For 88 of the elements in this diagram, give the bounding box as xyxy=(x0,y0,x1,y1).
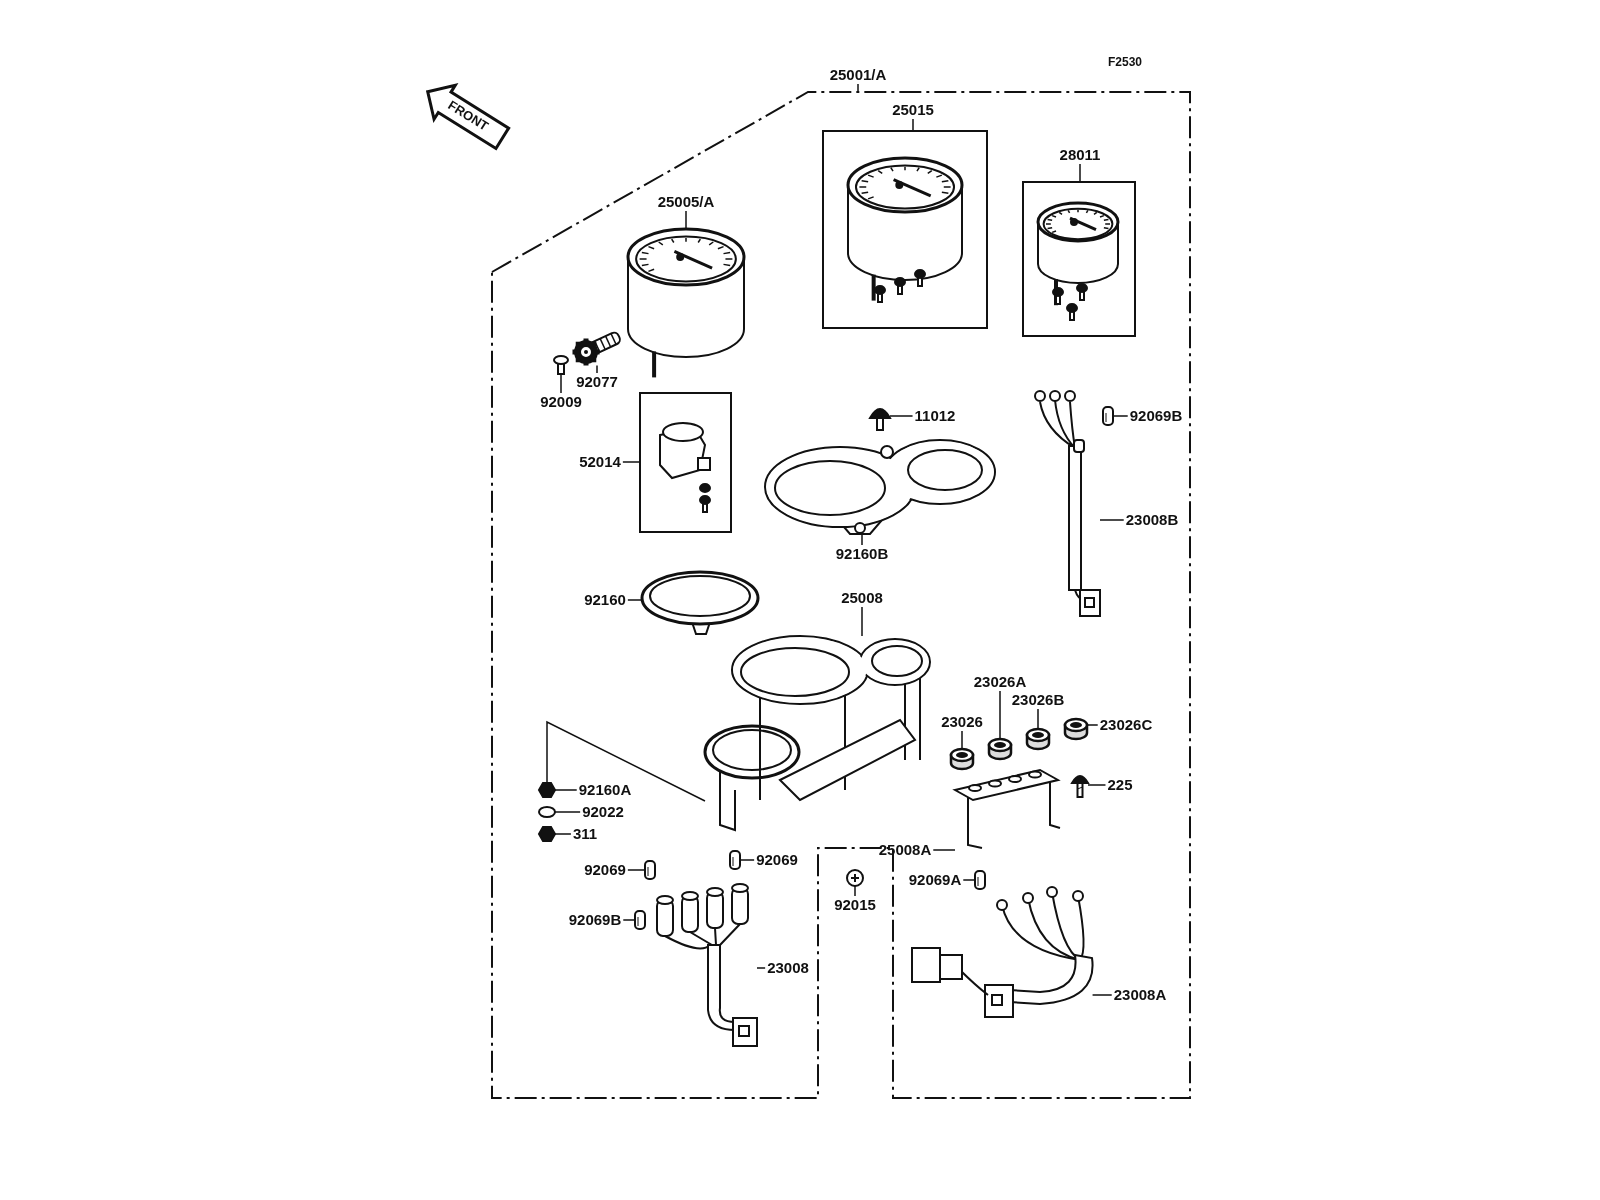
part-number: 92069B xyxy=(568,912,622,928)
leader-line xyxy=(889,415,914,417)
leader-line xyxy=(861,606,863,637)
ring-drawing xyxy=(640,570,760,635)
part-number: 92009 xyxy=(540,394,582,410)
group-frame xyxy=(1022,181,1136,337)
leader-line xyxy=(1086,724,1099,726)
group-frame xyxy=(639,392,732,533)
wiring-harness-drawing xyxy=(656,883,758,1047)
part-number: 92160A xyxy=(578,782,632,798)
leader-line xyxy=(1091,994,1113,996)
part-number: 25001/A xyxy=(829,67,887,83)
part-number: 23008A xyxy=(1113,987,1167,1003)
part-number: 92069 xyxy=(584,862,626,878)
gauge-drawing xyxy=(626,227,746,378)
gear-drawing xyxy=(572,330,623,366)
figure-code: F2530 xyxy=(1108,54,1142,70)
leader-line xyxy=(1079,163,1081,183)
part-number: 23008B xyxy=(1125,512,1179,528)
leader-line xyxy=(756,967,766,969)
wiring-harness-drawing xyxy=(1034,390,1101,617)
part-number: 25005/A xyxy=(657,194,715,210)
washer-drawing xyxy=(538,806,556,818)
nut-drawing xyxy=(537,782,557,798)
part-number: 92069B xyxy=(1129,408,1183,424)
part-number: 25015 xyxy=(892,102,934,118)
grommet-drawing xyxy=(949,747,975,771)
bracket-drawing xyxy=(952,768,1061,849)
leader-line xyxy=(622,919,636,921)
cover-drawing xyxy=(764,439,996,535)
bulb-drawing xyxy=(644,860,656,880)
leader-line xyxy=(560,373,562,394)
grommet-drawing xyxy=(987,737,1013,761)
leader-line xyxy=(1099,519,1125,521)
screw-drawing xyxy=(1071,775,1089,798)
leader-line xyxy=(1087,784,1107,786)
part-number: 92069 xyxy=(756,852,798,868)
leader-line xyxy=(622,461,641,463)
part-number: 92015 xyxy=(834,897,876,913)
leader-line xyxy=(739,859,755,861)
leader-line xyxy=(627,869,646,871)
bulb-drawing xyxy=(729,850,741,870)
part-number: 52014 xyxy=(579,454,621,470)
part-number: 23026 xyxy=(941,714,983,730)
grommet-drawing xyxy=(1063,717,1089,741)
leader-line xyxy=(861,533,863,546)
leader-line xyxy=(962,879,976,881)
part-number: 25008 xyxy=(841,590,883,606)
leader-line xyxy=(596,364,598,374)
leader-line xyxy=(961,730,963,750)
bulb-drawing xyxy=(974,870,986,890)
part-number: 311 xyxy=(572,826,598,842)
leader-line xyxy=(912,118,914,132)
leader-line xyxy=(932,849,956,851)
part-number: 92160B xyxy=(835,546,889,562)
part-number: 11012 xyxy=(914,408,956,424)
leader-line xyxy=(554,833,572,835)
part-number: 23026B xyxy=(1011,692,1065,708)
bolt-drawing xyxy=(869,408,891,431)
guide-line xyxy=(546,720,706,802)
leader-line xyxy=(627,599,643,601)
group-frame xyxy=(822,130,988,329)
leader-line xyxy=(554,789,578,791)
part-number: 25008A xyxy=(878,842,932,858)
leader-line xyxy=(999,690,1001,740)
part-number: 23026C xyxy=(1099,717,1153,733)
grommet-drawing xyxy=(1025,727,1051,751)
clip-drawing xyxy=(846,869,864,887)
part-number: 28011 xyxy=(1059,147,1101,163)
leader-line xyxy=(857,83,859,93)
leader-line xyxy=(554,811,581,813)
screw-drawing xyxy=(553,355,569,375)
leader-line xyxy=(1037,708,1039,730)
part-number: 92077 xyxy=(576,374,618,390)
bulb-drawing xyxy=(634,910,646,930)
wiring-harness-drawing xyxy=(911,886,1094,1018)
leader-line xyxy=(685,210,687,230)
housing-drawing xyxy=(703,635,931,832)
leader-line xyxy=(854,885,856,897)
nut-drawing xyxy=(537,826,557,842)
bulb-drawing xyxy=(1102,406,1114,426)
part-number: 92022 xyxy=(582,804,624,820)
part-number: 23008 xyxy=(767,960,809,976)
part-number: 23026A xyxy=(973,674,1027,690)
part-number: 92160 xyxy=(584,592,626,608)
part-number: 225 xyxy=(1107,777,1133,793)
leader-line xyxy=(1112,415,1129,417)
part-number: 92069A xyxy=(908,872,962,888)
